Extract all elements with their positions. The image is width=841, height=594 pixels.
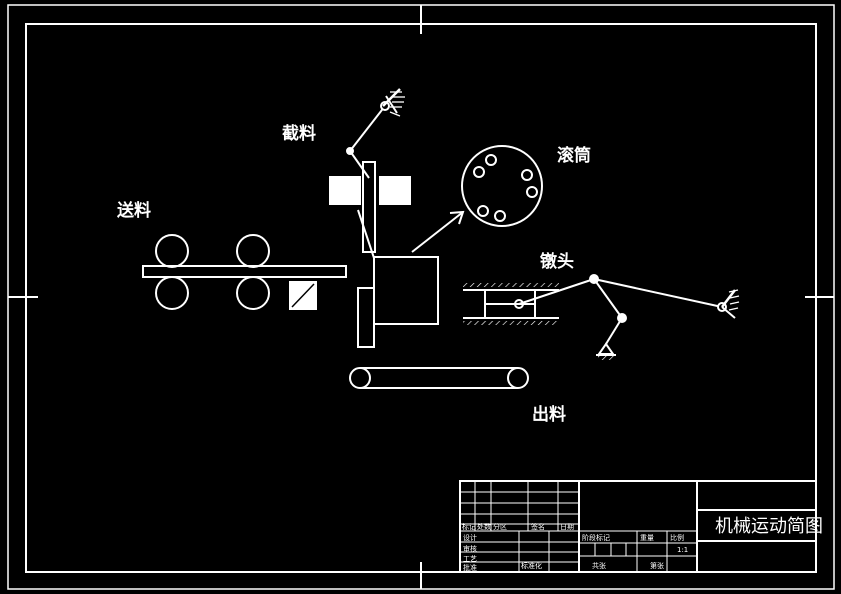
label-drum: 滚筒 <box>557 145 591 166</box>
title-block-cell: 第张 <box>650 561 664 570</box>
title-block-cell: 比例 <box>670 533 684 542</box>
label-discharge: 出料 <box>532 404 566 425</box>
label-upset: 镦头 <box>540 251 574 272</box>
title-block-cell: 处数 <box>477 522 491 531</box>
die-base <box>357 287 375 348</box>
title-block-cell: 批准 <box>463 563 477 572</box>
cutter-mechanism <box>329 88 411 259</box>
title-block-cell: 设计 <box>463 533 477 542</box>
transfer-arrow <box>411 210 465 253</box>
title-block-cell: 分区 <box>493 522 507 531</box>
title-block-cell: 审核 <box>463 544 477 553</box>
label-cut: 截料 <box>282 123 316 144</box>
title-block-cell: 签名 <box>531 522 545 531</box>
label-feed: 送料 <box>117 200 151 221</box>
workpiece <box>289 281 317 310</box>
drawing-title: 机械运动简图 <box>715 516 823 537</box>
title-block <box>459 480 817 573</box>
upset-mechanism <box>463 274 740 360</box>
title-block-cell: 重量 <box>640 534 654 542</box>
drum <box>461 145 543 227</box>
title-block-cell: 共张 <box>592 561 606 570</box>
die-block <box>373 256 439 325</box>
scale-value: 1:1 <box>677 546 688 554</box>
discharge-conveyor <box>349 367 529 389</box>
title-block-cell: 标记 <box>462 522 476 531</box>
title-block-cell: 日期 <box>560 523 574 531</box>
title-block-cell: 工艺 <box>463 555 477 563</box>
feed-rollers <box>142 234 347 310</box>
outer-border <box>7 4 835 590</box>
title-block-cell: 标准化 <box>521 561 542 570</box>
title-block-cell: 阶段标记 <box>582 533 610 542</box>
title-block-cells: 标记处数分区 签名 日期设计标准化 阶段标记 重量 比例审核工艺批准 共张 第张 <box>462 522 684 572</box>
